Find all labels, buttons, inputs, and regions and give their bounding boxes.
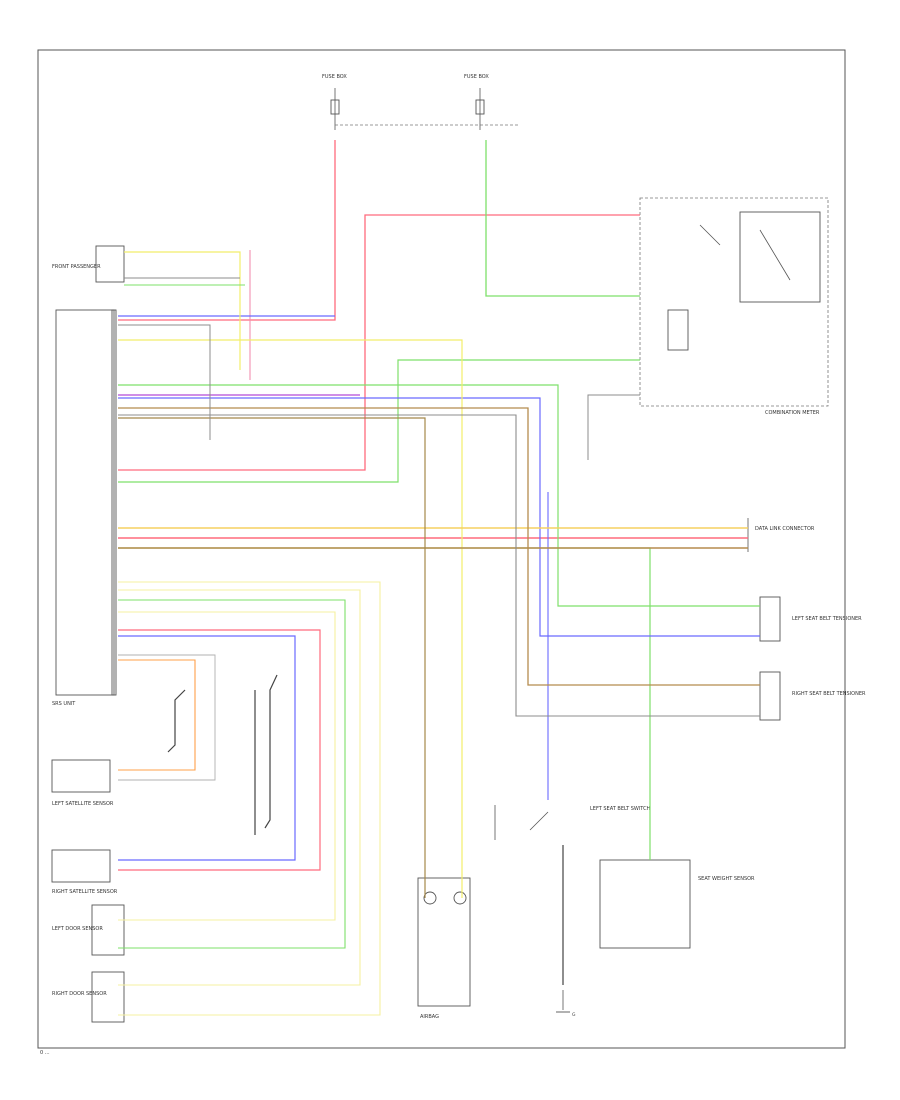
- left-satellite-sensor: LEFT SATELLITE SENSOR: [51, 759, 114, 807]
- right-satellite-sensor: RIGHT SATELLITE SENSOR: [51, 849, 118, 895]
- combination-meter: COMBINATION METER: [639, 197, 829, 416]
- wire-gray-sat: [118, 654, 216, 781]
- left-door-sensor: LEFT DOOR SENSOR: [52, 904, 125, 956]
- wire-brown-belt: [118, 407, 760, 686]
- wire-yellow-sat: [118, 611, 336, 921]
- data-link-label: DATA LINK CONNECTOR: [755, 526, 815, 532]
- wire-green-meter: [118, 359, 640, 483]
- wire-green-seat: [118, 547, 651, 860]
- top-left-sensor: FRONT PASSENGER: [52, 245, 125, 283]
- wire-red-meter: [118, 214, 640, 471]
- wire-blue-belt: [118, 397, 760, 637]
- front-passenger-label: FRONT PASSENGER: [52, 264, 101, 270]
- left-door-label: LEFT DOOR SENSOR: [52, 926, 103, 932]
- wire-yellow-door: [118, 581, 381, 1016]
- right-seat-belt-label: RIGHT SEAT BELT TENSIONER: [792, 691, 866, 697]
- wire-brown-airbag: [118, 417, 426, 898]
- wire-gray-right: [587, 394, 640, 460]
- wire-blue-down: [118, 635, 296, 861]
- wire-green-fuse: [485, 140, 640, 297]
- left-seat-belt-switch: LEFT SEAT BELT SWITCH: [494, 805, 651, 840]
- right-seat-belt-tensioner: RIGHT SEAT BELT TENSIONER: [759, 671, 866, 721]
- footer-code: 0 ...: [40, 1050, 50, 1056]
- wire-yellow-top: [124, 251, 241, 370]
- seat-weight-sensor: SEAT WEIGHT SENSOR: [599, 859, 755, 949]
- data-link-connector: DATA LINK CONNECTOR: [747, 518, 815, 552]
- right-door-sensor: RIGHT DOOR SENSOR: [52, 971, 125, 1023]
- airbag-module: AIRBAG: [417, 877, 471, 1020]
- black-trace-1: [167, 689, 186, 753]
- ground-symbol-1: G: [556, 990, 576, 1018]
- left-seat-belt-label: LEFT SEAT BELT TENSIONER: [792, 616, 862, 622]
- srs-unit: SRS UNIT: [52, 309, 117, 707]
- wire-orange-sat: [118, 659, 196, 771]
- wire-red-fuse: [118, 140, 336, 321]
- wire-green-door: [118, 599, 346, 949]
- left-seat-belt-tensioner: LEFT SEAT BELT TENSIONER: [759, 596, 862, 642]
- wire-yellow-door2: [118, 589, 361, 986]
- wire-gray-meter: [118, 324, 211, 440]
- srs-unit-label: SRS UNIT: [52, 701, 76, 707]
- fuse-box-2: FUSE BOX: [464, 74, 489, 130]
- wire-gray-belt: [118, 414, 760, 717]
- left-satellite-label: LEFT SATELLITE SENSOR: [52, 801, 114, 807]
- wire-green-belt: [118, 384, 760, 607]
- svg-text:G: G: [572, 1012, 576, 1018]
- black-trace-2: [264, 674, 278, 829]
- diagram-frame: [37, 49, 846, 1049]
- wire-red-down: [118, 629, 321, 871]
- left-seat-belt-switch-label: LEFT SEAT BELT SWITCH: [590, 806, 651, 812]
- fuse-box-2-label: FUSE BOX: [464, 74, 489, 80]
- fuse-box-1-label: FUSE BOX: [322, 74, 347, 80]
- wire-yellow-srs: [118, 339, 463, 898]
- combination-meter-label: COMBINATION METER: [765, 410, 820, 416]
- airbag-label: AIRBAG: [420, 1014, 439, 1020]
- right-satellite-label: RIGHT SATELLITE SENSOR: [52, 889, 118, 895]
- right-door-label: RIGHT DOOR SENSOR: [52, 991, 107, 997]
- fuse-box-1: FUSE BOX: [322, 74, 347, 130]
- seat-weight-label: SEAT WEIGHT SENSOR: [698, 876, 755, 882]
